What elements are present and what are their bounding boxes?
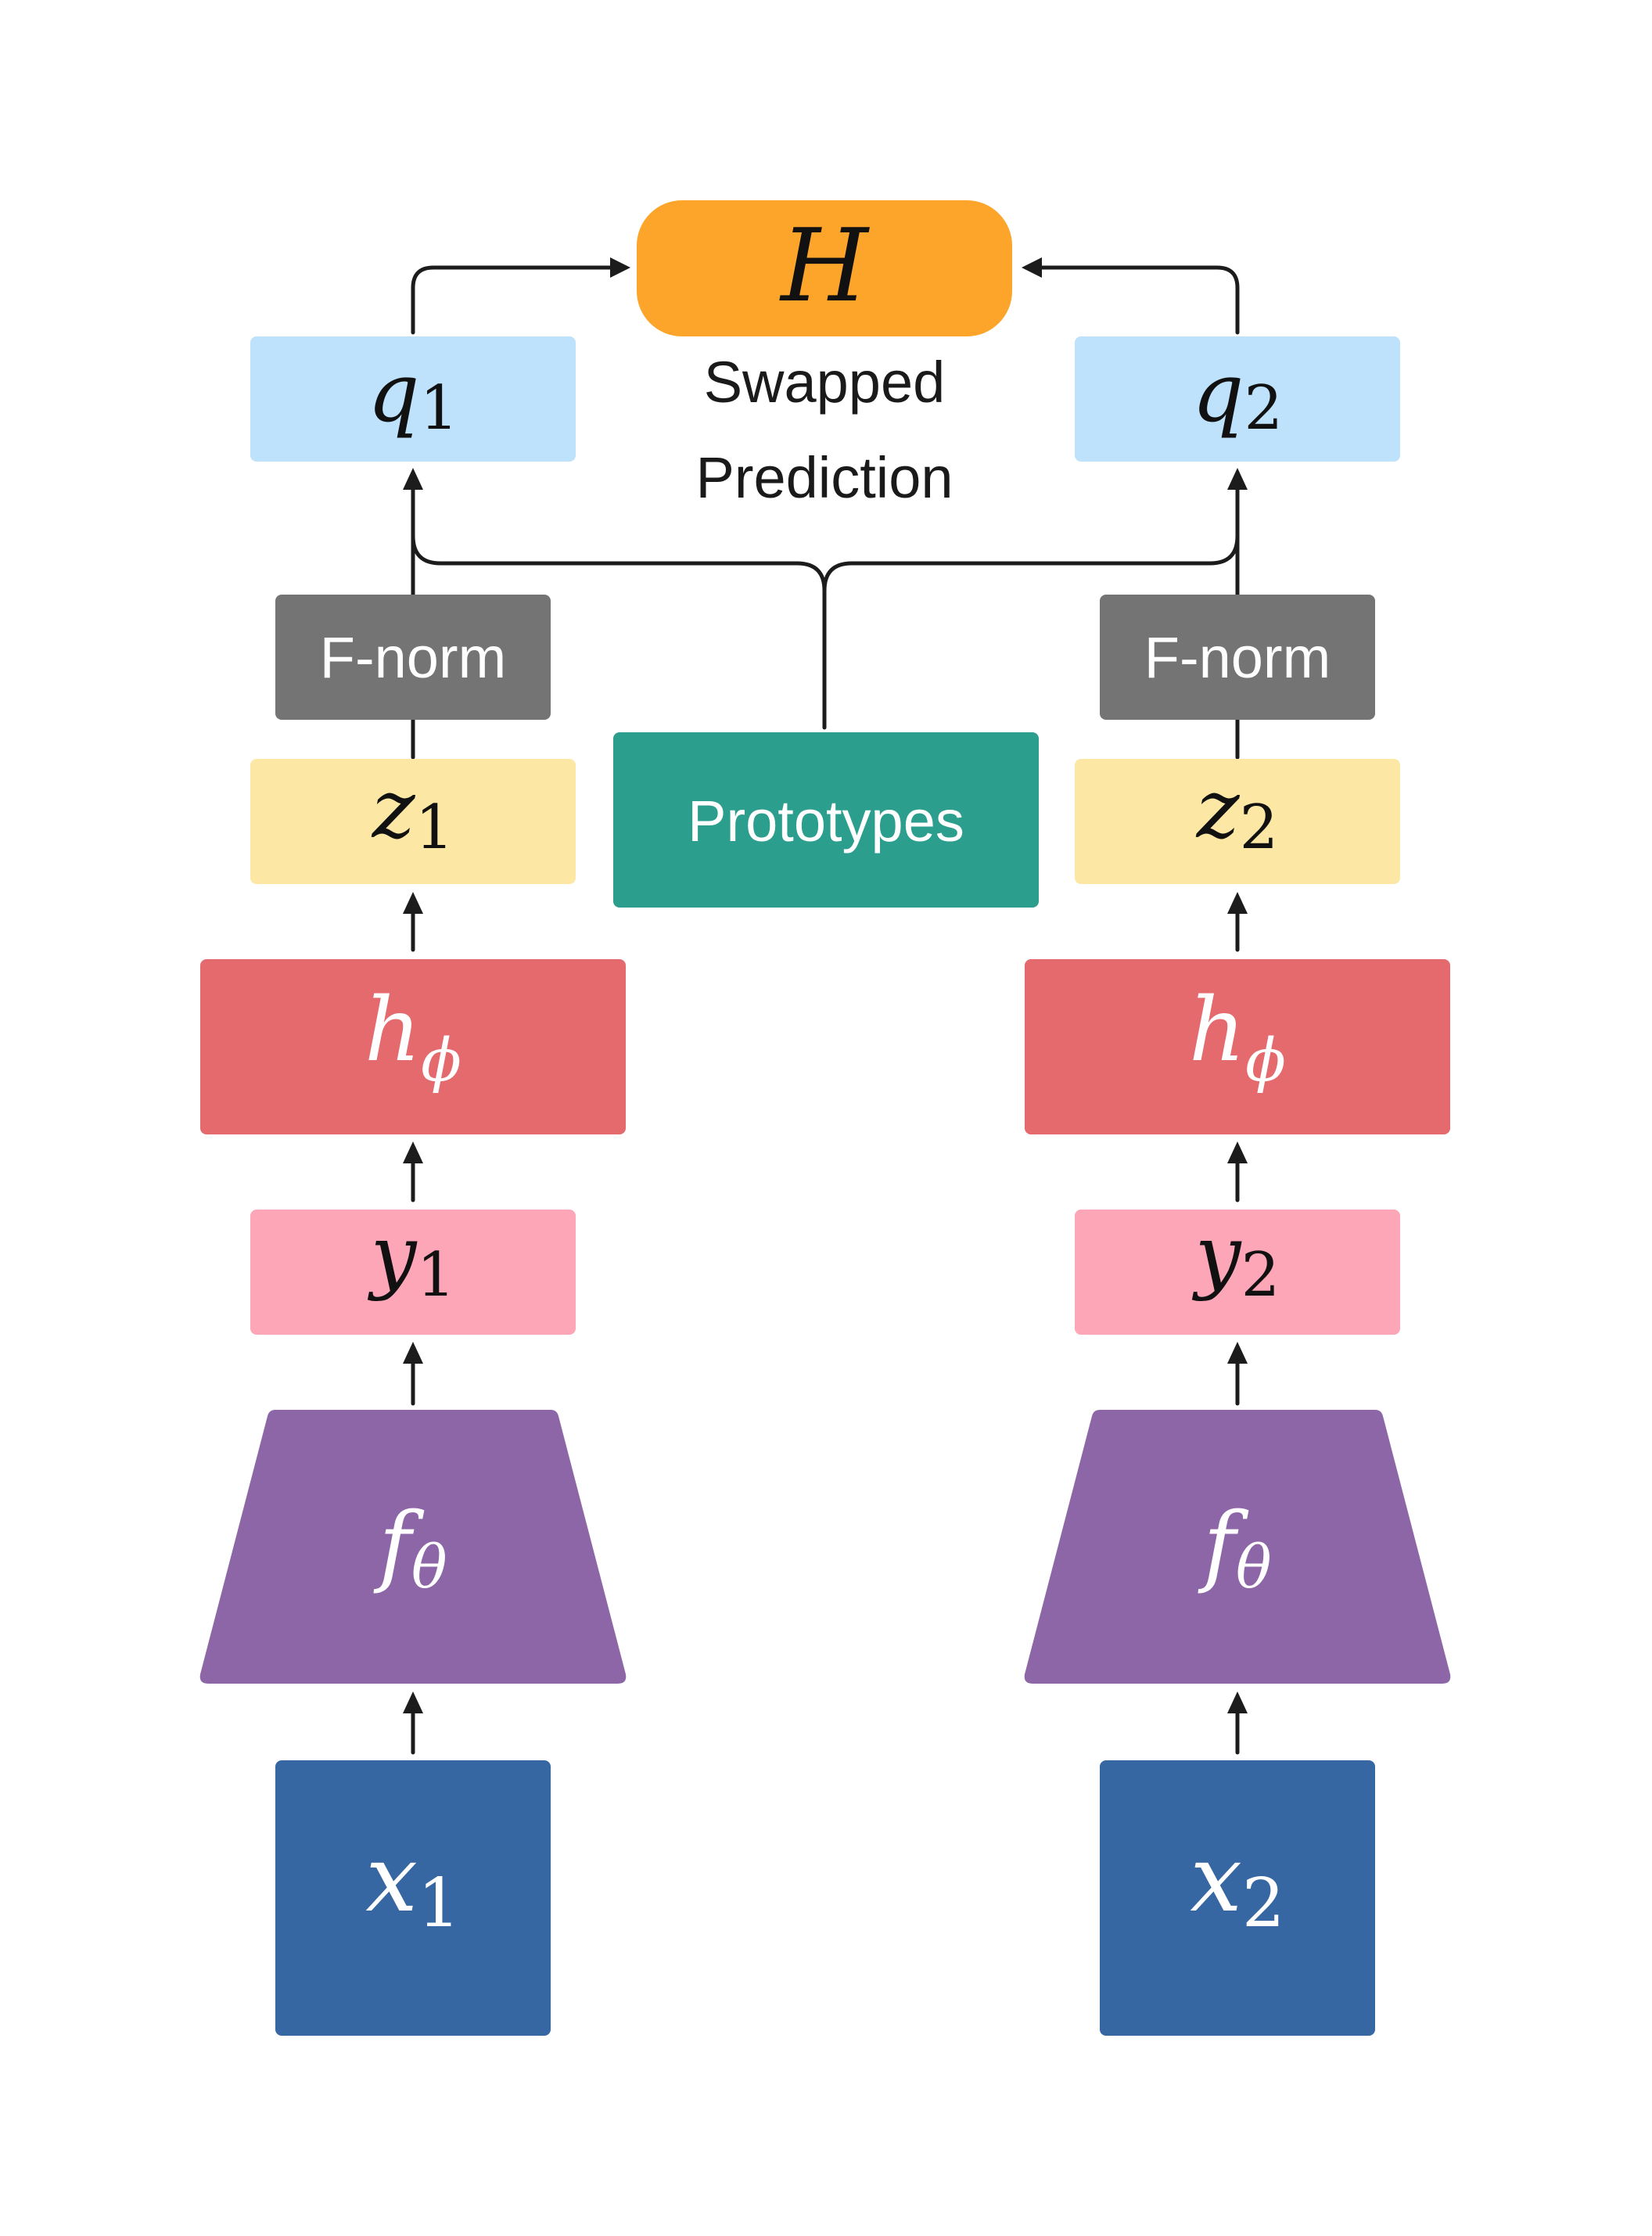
z2-box bbox=[1075, 759, 1400, 884]
arrowhead-q2-to-h bbox=[1022, 257, 1042, 278]
prototypes-node: Prototypes bbox=[613, 732, 1039, 908]
arrowhead-into-q1 bbox=[403, 468, 423, 490]
arrowhead-x1-to-ftheta1 bbox=[403, 1691, 423, 1713]
q1-box bbox=[250, 336, 576, 462]
y2-label: y2 bbox=[1192, 1207, 1280, 1310]
arrowhead-y1-to-hphi1 bbox=[403, 1141, 423, 1163]
y2-box bbox=[1075, 1210, 1400, 1335]
arrowhead-into-q2 bbox=[1227, 468, 1248, 490]
h-phi2-label: hϕ bbox=[1189, 980, 1286, 1095]
fnorm2-label: F-norm bbox=[1144, 625, 1331, 690]
prototypes-brace-connector-right bbox=[822, 534, 1240, 593]
fnorm1-box bbox=[275, 595, 551, 720]
h-phi1-box bbox=[200, 959, 626, 1134]
swapped-prediction-caption: Swapped Prediction bbox=[695, 350, 953, 510]
arrowhead-hphi2-to-z2 bbox=[1227, 892, 1248, 914]
h-box bbox=[637, 200, 1012, 336]
arrowhead-ftheta1-to-y1 bbox=[403, 1342, 423, 1364]
q1-label: q1 bbox=[368, 345, 458, 444]
fnorm1-label: F-norm bbox=[320, 625, 506, 690]
h-node: H bbox=[637, 200, 1012, 336]
left-branch: q1 F-norm z1 hϕ y1 fθ x1 bbox=[199, 336, 627, 2036]
fnorm2-box bbox=[1100, 595, 1375, 720]
x2-label: x2 bbox=[1190, 1824, 1284, 1943]
arrow-q1-to-h bbox=[411, 265, 620, 335]
z1-box bbox=[250, 759, 576, 884]
z2-label: z2 bbox=[1195, 761, 1278, 863]
f-theta1-trapezoid bbox=[199, 1410, 627, 1684]
prototypes-label: Prototypes bbox=[688, 789, 964, 854]
q2-box bbox=[1075, 336, 1400, 462]
arrowhead-ftheta2-to-y2 bbox=[1227, 1342, 1248, 1364]
arrowhead-x2-to-ftheta2 bbox=[1227, 1691, 1248, 1713]
f-theta2-trapezoid bbox=[1024, 1410, 1451, 1684]
arrowhead-y2-to-hphi2 bbox=[1227, 1141, 1248, 1163]
prototypes-brace-connector bbox=[411, 534, 827, 730]
y1-label: y1 bbox=[368, 1207, 455, 1310]
x1-label: x1 bbox=[365, 1824, 460, 1943]
x1-box bbox=[275, 1760, 551, 2036]
prototypes-box bbox=[613, 732, 1039, 908]
arrowhead-hphi1-to-z1 bbox=[403, 892, 423, 914]
arrow-q2-to-h bbox=[1032, 265, 1240, 335]
x2-box bbox=[1100, 1760, 1375, 2036]
right-branch: q2 F-norm z2 hϕ y2 fθ x2 bbox=[1024, 336, 1451, 2036]
h-phi1-label: hϕ bbox=[365, 980, 461, 1095]
h-phi2-box bbox=[1025, 959, 1450, 1134]
caption-line-1: Swapped bbox=[704, 350, 946, 415]
z1-label: z1 bbox=[371, 761, 454, 863]
y1-box bbox=[250, 1210, 576, 1335]
q2-label: q2 bbox=[1192, 345, 1283, 444]
h-label: H bbox=[779, 208, 870, 325]
caption-line-2: Prediction bbox=[695, 445, 953, 510]
arrowhead-q1-to-h bbox=[610, 257, 630, 278]
